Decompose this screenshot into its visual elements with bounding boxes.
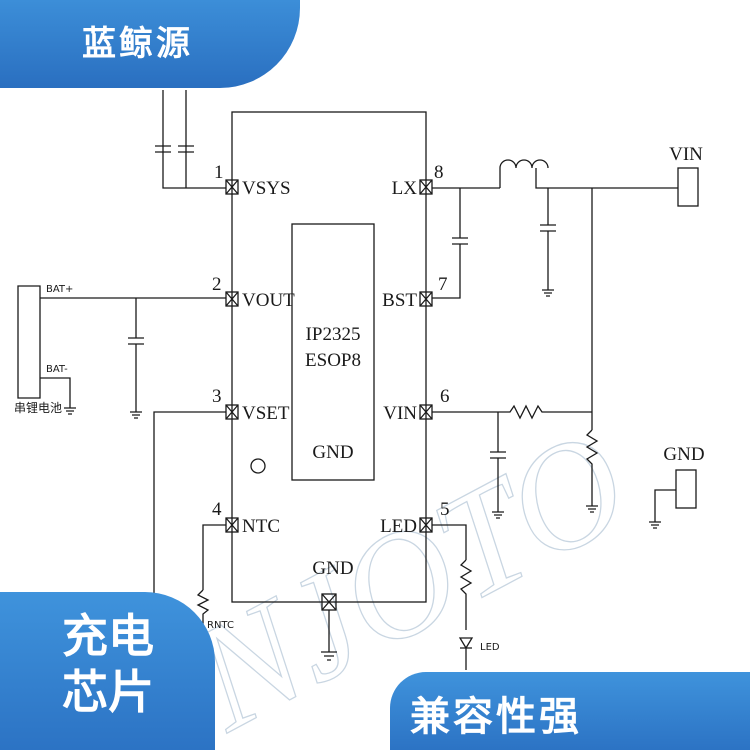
battery-label: 串锂电池 <box>14 400 62 415</box>
pin-label-ntc: NTC <box>242 516 280 537</box>
gnd-terminal-ground <box>649 489 676 529</box>
svg-text:2: 2 <box>212 274 222 295</box>
svg-text:1: 1 <box>214 162 224 183</box>
vin-terminal-box <box>677 167 699 207</box>
category-text: 充电 芯片 <box>62 608 154 720</box>
vin-terminal-label: VIN <box>669 144 703 165</box>
pin1-marker <box>250 458 266 474</box>
svg-text:8: 8 <box>434 162 444 183</box>
brand-banner: 蓝鲸源 <box>0 0 300 88</box>
vin-capacitor <box>490 412 506 519</box>
led-diode <box>458 637 474 670</box>
pin-label-lx: LX <box>392 178 418 199</box>
pin-numbers: 1 2 3 4 8 7 6 5 <box>212 162 450 520</box>
svg-text:3: 3 <box>212 386 222 407</box>
svg-text:4: 4 <box>212 499 222 520</box>
pin-names: VSYS VOUT VSET NTC LX BST VIN LED <box>242 178 417 537</box>
gnd-terminal-box <box>675 469 697 509</box>
chip-die <box>291 223 375 481</box>
right-pin-boxes <box>419 179 433 533</box>
battery-body <box>17 285 41 399</box>
bat-plus-label: BAT+ <box>46 284 73 295</box>
pin-label-vset: VSET <box>242 403 290 424</box>
feature-text: 兼容性强 <box>410 694 582 740</box>
pin-label-vsys: VSYS <box>242 178 291 199</box>
vout-capacitor <box>128 298 144 419</box>
led-resistor <box>432 524 473 630</box>
vset-wire <box>153 411 226 600</box>
brand-name: 蓝鲸源 <box>82 24 193 64</box>
chip-package: ESOP8 <box>305 350 361 371</box>
chip-part-number: IP2325 <box>306 324 361 345</box>
svg-text:5: 5 <box>440 499 450 520</box>
vin-divider-resistor <box>585 188 599 513</box>
lx-capacitor <box>540 188 556 297</box>
feature-banner: 兼容性强 <box>390 672 750 750</box>
inductor <box>499 159 549 188</box>
led-label: LED <box>480 642 500 653</box>
pin-label-vout: VOUT <box>242 290 295 311</box>
gnd-terminal-label: GND <box>663 444 704 465</box>
pin-label-bst: BST <box>382 290 417 311</box>
rntc-label: RNTC <box>207 620 234 631</box>
chip-gnd-pin-label: GND <box>312 558 353 579</box>
category-line-2: 芯片 <box>62 665 154 719</box>
vsys-wires <box>162 90 226 189</box>
category-line-1: 充电 <box>62 609 154 663</box>
gnd-symbol-bottom <box>321 610 337 661</box>
category-badge: 充电 芯片 <box>0 592 215 750</box>
bat-minus-label: BAT- <box>46 364 68 375</box>
pin-label-led: LED <box>380 516 417 537</box>
vin-bus <box>535 168 678 189</box>
vin-resistor <box>432 404 592 420</box>
pin-label-vin: VIN <box>383 403 417 424</box>
svg-text:6: 6 <box>440 386 450 407</box>
bat-minus-ground <box>40 377 76 415</box>
bst-capacitor <box>432 188 468 299</box>
ntc-resistor <box>196 524 226 630</box>
vsys-capacitors <box>155 145 194 153</box>
chip-center-gnd: GND <box>312 442 353 463</box>
svg-text:7: 7 <box>438 274 448 295</box>
